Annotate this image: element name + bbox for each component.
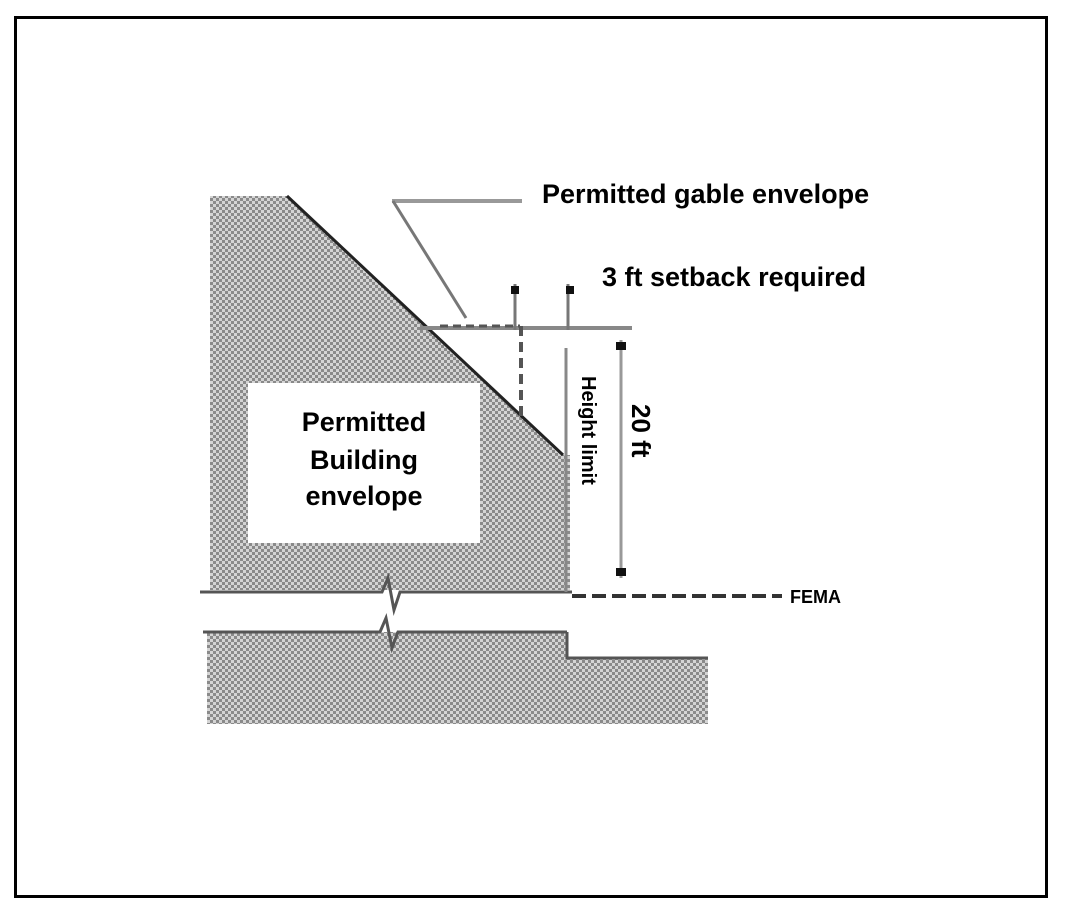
gable-leader-diagonal	[391, 200, 468, 319]
setback-tick-right-dot	[566, 286, 574, 294]
ground-break-line-lower	[203, 612, 567, 654]
setback-label: 3 ft setback required	[602, 262, 866, 292]
gable-slope-line	[285, 194, 565, 457]
ground-break-line-upper	[200, 572, 572, 616]
lower-ground-hatch	[207, 632, 708, 724]
building-envelope-label-2: Building	[310, 445, 418, 475]
setback-tick-left-dot	[511, 286, 519, 294]
height-dimension-bottom-tick	[616, 568, 626, 576]
building-envelope-label-3: envelope	[305, 481, 422, 511]
height-value-label: 20 ft	[626, 404, 656, 458]
height-limit-label: Height limit	[577, 376, 599, 485]
building-envelope-box	[248, 383, 480, 543]
height-dimension-top-tick	[616, 342, 626, 350]
lower-step-line	[565, 632, 708, 660]
fema-label: FEMA	[790, 587, 841, 607]
building-envelope-label-1: Permitted	[302, 407, 427, 437]
gable-envelope-label: Permitted gable envelope	[542, 179, 869, 209]
